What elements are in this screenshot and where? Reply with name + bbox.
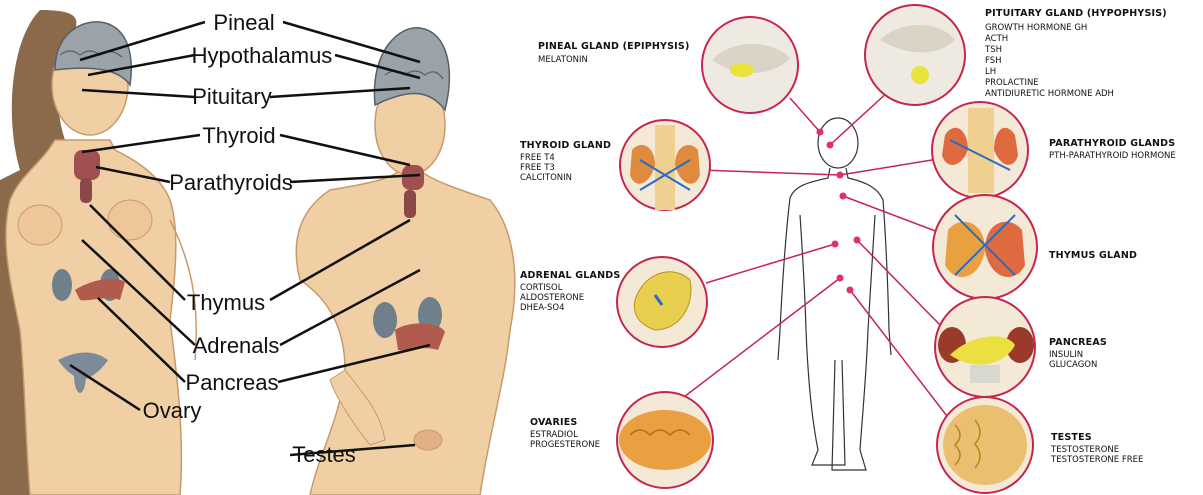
inset-ovaries — [617, 392, 713, 488]
hormone-item: ALDOSTERONE — [520, 293, 584, 303]
inset-pancreas — [935, 297, 1035, 397]
dot-ovaries — [837, 275, 844, 282]
hormone-item: ANTIDIURETIC HORMONE ADH — [985, 89, 1114, 99]
dot-pineal — [817, 129, 824, 136]
inset-thymus — [933, 195, 1037, 299]
hormone-item: INSULIN — [1049, 350, 1083, 360]
hormone-item: PTH-PARATHYROID HORMONE — [1049, 151, 1176, 161]
hormone-item: FREE T3 — [520, 163, 555, 173]
inset-thyroid — [620, 120, 710, 210]
dot-testes — [847, 287, 854, 294]
hormone-item: CORTISOL — [520, 283, 563, 293]
gland-title: OVARIES — [530, 417, 577, 428]
dot-adrenal — [832, 241, 839, 248]
gland-title: TESTES — [1051, 432, 1092, 443]
gland-title: PITUITARY GLAND (HYPOPHYSIS) — [985, 8, 1167, 19]
inset-parathyroid — [932, 102, 1028, 198]
gland-title: PANCREAS — [1049, 337, 1107, 348]
gland-label-testes: TESTES TESTOSTERONE TESTOSTERONE FREE — [1050, 432, 1143, 465]
inset-adrenal — [617, 257, 707, 347]
left-panel: Pineal Hypothalamus Pituitary Thyroid Pa… — [0, 0, 540, 495]
gland-title: PINEAL GLAND (EPIPHYSIS) — [538, 41, 689, 52]
gland-label-pituitary: PITUITARY GLAND (HYPOPHYSIS) GROWTH HORM… — [984, 8, 1167, 99]
hormone-item: GROWTH HORMONE GH — [985, 23, 1087, 33]
label-adrenals: Adrenals — [193, 333, 280, 358]
right-leader-lines — [680, 90, 950, 420]
label-thymus: Thymus — [187, 290, 265, 315]
hormone-item: ESTRADIOL — [530, 430, 578, 440]
gland-label-ovaries: OVARIES ESTRADIOL PROGESTERONE — [530, 417, 600, 450]
hormone-item: MELATONIN — [538, 55, 588, 65]
dot-pancreas — [854, 237, 861, 244]
label-hypothalamus: Hypothalamus — [192, 43, 333, 68]
hormone-item: FREE T4 — [520, 153, 555, 163]
hormone-item: TESTOSTERONE — [1050, 445, 1119, 455]
hormone-item: GLUCAGON — [1049, 360, 1097, 370]
label-testes: Testes — [292, 442, 356, 467]
dot-pituitary — [827, 142, 834, 149]
hormone-item: DHEA-SO4 — [520, 303, 565, 313]
gland-label-adrenal: ADRENAL GLANDS CORTISOL ALDOSTERONE DHEA… — [520, 270, 620, 313]
gland-title: THYMUS GLAND — [1049, 250, 1137, 261]
dot-thyroid — [837, 172, 844, 179]
body-outline-illustration — [778, 118, 891, 470]
inset-pituitary — [865, 5, 965, 105]
label-pineal: Pineal — [213, 10, 274, 35]
gland-label-pancreas: PANCREAS INSULIN GLUCAGON — [1049, 337, 1107, 370]
hormone-item: PROLACTINE — [985, 78, 1039, 88]
hormone-item: ACTH — [985, 34, 1008, 44]
label-parathyroids: Parathyroids — [169, 170, 293, 195]
gland-label-thyroid: THYROID GLAND FREE T4 FREE T3 CALCITONIN — [520, 140, 611, 183]
label-thyroid: Thyroid — [202, 123, 275, 148]
gland-location-dots — [817, 129, 861, 294]
hormone-item: FSH — [985, 56, 1002, 66]
hormone-item: PROGESTERONE — [530, 440, 600, 450]
label-pancreas: Pancreas — [186, 370, 279, 395]
right-panel: PITUITARY GLAND (HYPOPHYSIS) GROWTH HORM… — [520, 5, 1176, 493]
inset-testes — [937, 397, 1033, 493]
label-pituitary: Pituitary — [192, 84, 271, 109]
gland-title: PARATHYROID GLANDS — [1049, 138, 1175, 149]
gland-title: ADRENAL GLANDS — [520, 270, 620, 281]
hormone-item: TESTOSTERONE FREE — [1050, 455, 1143, 465]
inset-pineal — [702, 17, 798, 113]
hormone-item: TSH — [984, 45, 1002, 55]
label-ovary: Ovary — [143, 398, 202, 423]
inset-illustrations — [617, 5, 1037, 493]
hormone-item: LH — [985, 67, 996, 77]
gland-label-thymus: THYMUS GLAND — [1049, 250, 1137, 261]
hormone-item: CALCITONIN — [520, 173, 572, 183]
gland-labels: PITUITARY GLAND (HYPOPHYSIS) GROWTH HORM… — [520, 8, 1176, 465]
dot-thymus — [840, 193, 847, 200]
gland-title: THYROID GLAND — [520, 140, 611, 151]
gland-label-parathyroid: PARATHYROID GLANDS PTH-PARATHYROID HORMO… — [1049, 138, 1176, 161]
gland-label-pineal: PINEAL GLAND (EPIPHYSIS) MELATONIN — [538, 41, 689, 65]
